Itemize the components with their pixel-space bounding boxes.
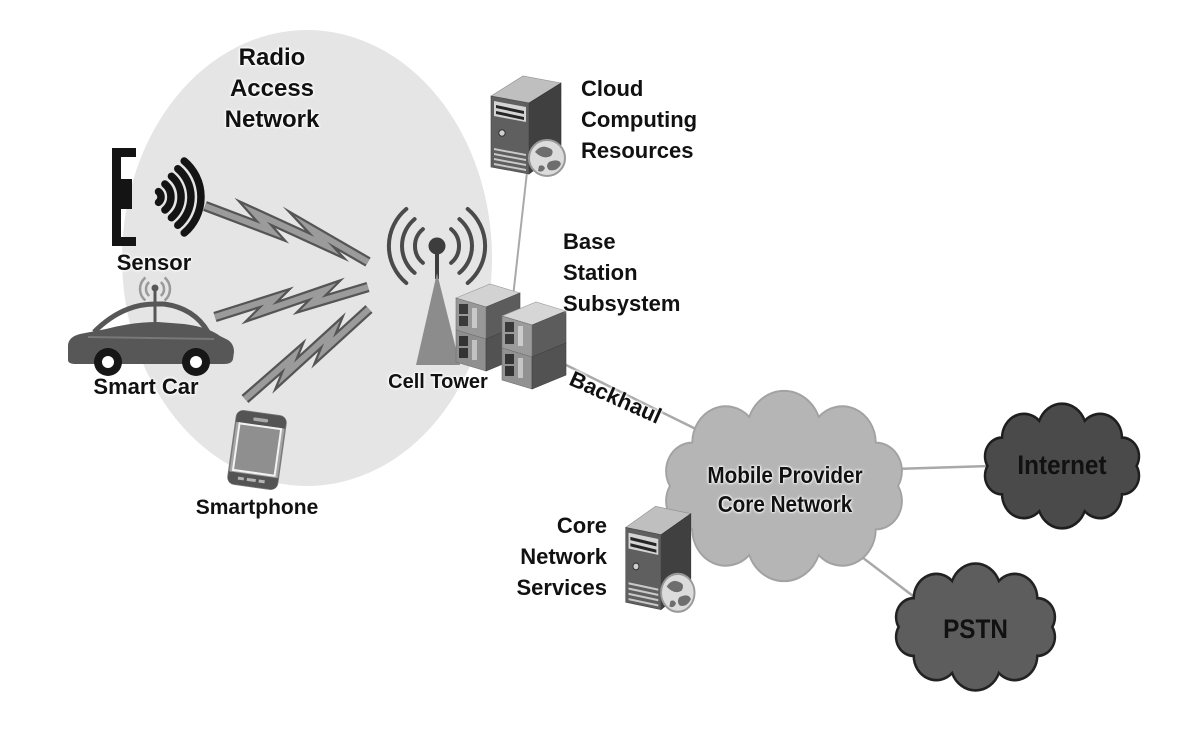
- tower-signal-arcs: [386, 207, 488, 285]
- backhaul-connector-line: [555, 358, 707, 436]
- label-line: Core: [556, 513, 607, 538]
- cloud-server-connector-line: [512, 171, 528, 298]
- server-vents: [628, 582, 659, 607]
- label-line: Resources: [581, 138, 694, 163]
- cell-tower-label: Cell Tower: [388, 371, 488, 393]
- sound-wave-arcs: [154, 157, 205, 237]
- label-line: Cloud: [581, 76, 644, 101]
- label-line: Network: [520, 544, 607, 569]
- globe-icon: [528, 139, 566, 177]
- rack-stack-front: [501, 301, 567, 390]
- smartphone-label: Smartphone: [195, 496, 319, 519]
- sensor-label: Sensor: [116, 250, 192, 275]
- label-line: Subsystem: [563, 291, 681, 316]
- antenna-tip: [151, 284, 159, 292]
- lightning-bolt-icon: [241, 305, 373, 403]
- internet-connector-line: [893, 464, 991, 471]
- antenna-signal-arcs: [138, 276, 172, 302]
- cloud-shape: [665, 389, 903, 583]
- pstn-label: PSTN: [943, 614, 1008, 644]
- lightning-bolt-icon: [213, 277, 370, 325]
- core-network-server-icon: [624, 505, 696, 613]
- cell-tower-icon: [386, 207, 488, 365]
- core-network-services-label: Core Network Services: [492, 510, 607, 603]
- cloud-shape: [983, 402, 1141, 530]
- radio-access-network-label: Radio Access Network: [182, 42, 362, 135]
- label-line: Base: [563, 229, 616, 254]
- phone-speaker: [253, 417, 269, 423]
- mobile-provider-core-network-cloud: [665, 389, 903, 583]
- tower-antenna-dot: [428, 237, 446, 255]
- phone-screen: [231, 422, 283, 477]
- label-line: Radio: [238, 44, 306, 71]
- base-station-subsystem-icon: [455, 283, 567, 390]
- globe-icon: [660, 572, 696, 613]
- server-vents: [494, 148, 526, 171]
- internet-cloud: [983, 402, 1141, 530]
- label-line: Network: [224, 106, 320, 133]
- car-wheels: [94, 348, 210, 376]
- radio-access-network-ellipse: [122, 30, 492, 486]
- car-trim-line: [87, 336, 215, 340]
- cloud-shape: [894, 562, 1057, 692]
- smart-car-icon: [68, 276, 234, 376]
- label-line: Services: [516, 575, 607, 600]
- smartphone-icon: [227, 410, 287, 490]
- car-roofline: [92, 301, 211, 334]
- cloud-computing-resources-label: Cloud Computing Resources: [581, 73, 741, 166]
- radio-links-group: [203, 197, 373, 403]
- lightning-bolt-icon: [203, 197, 371, 267]
- phone-keys: [237, 476, 265, 484]
- label-line: Core Network: [717, 491, 853, 517]
- tower-body: [416, 273, 460, 365]
- label-line: Station: [563, 260, 638, 285]
- label-line: Mobile Provider: [707, 462, 863, 488]
- cloud-computing-server-icon: [490, 75, 566, 177]
- base-station-subsystem-label: Base Station Subsystem: [563, 226, 713, 319]
- label-line: Access: [229, 75, 315, 102]
- internet-label: Internet: [1017, 450, 1107, 480]
- smart-car-label: Smart Car: [93, 374, 199, 399]
- mobile-provider-core-network-label: Mobile Provider Core Network: [675, 461, 895, 519]
- pstn-cloud: [894, 562, 1057, 692]
- label-line: Computing: [581, 107, 698, 132]
- sensor-icon: [112, 148, 205, 246]
